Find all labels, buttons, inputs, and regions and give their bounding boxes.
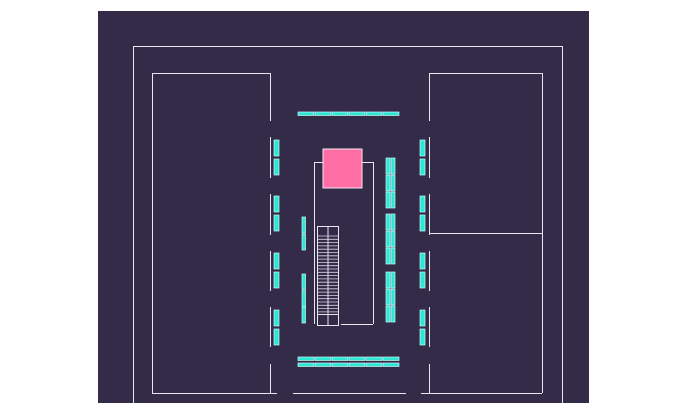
desk[interactable] [385, 174, 391, 192]
desk[interactable] [331, 362, 349, 367]
desk[interactable] [385, 191, 391, 209]
desk[interactable] [390, 174, 396, 192]
desk[interactable] [419, 214, 426, 232]
desk[interactable] [390, 271, 396, 289]
desk[interactable] [273, 271, 280, 289]
desk[interactable] [348, 111, 366, 116]
desk[interactable] [301, 233, 306, 251]
desk[interactable] [314, 362, 332, 367]
desk[interactable] [314, 356, 332, 361]
desk[interactable] [390, 247, 396, 265]
desk[interactable] [419, 139, 426, 157]
desk[interactable] [365, 356, 383, 361]
desk[interactable] [385, 271, 391, 289]
desk[interactable] [301, 273, 306, 291]
desk[interactable] [273, 328, 280, 346]
highlighted-room[interactable] [322, 148, 363, 189]
desk[interactable] [297, 111, 315, 116]
desk[interactable] [419, 195, 426, 213]
desk[interactable] [301, 290, 306, 308]
desk[interactable] [390, 230, 396, 248]
desk[interactable] [365, 111, 383, 116]
desk[interactable] [331, 356, 349, 361]
desk[interactable] [301, 306, 306, 324]
desk[interactable] [385, 247, 391, 265]
desk[interactable] [331, 111, 349, 116]
desk[interactable] [273, 214, 280, 232]
desk[interactable] [385, 288, 391, 306]
desk[interactable] [385, 157, 391, 175]
desk[interactable] [314, 111, 332, 116]
desk[interactable] [419, 328, 426, 346]
desk[interactable] [348, 356, 366, 361]
desk[interactable] [419, 271, 426, 289]
desks [273, 111, 426, 367]
desk[interactable] [273, 252, 280, 270]
desk[interactable] [390, 157, 396, 175]
desk[interactable] [382, 362, 400, 367]
desk[interactable] [273, 158, 280, 176]
desk[interactable] [273, 195, 280, 213]
desk[interactable] [385, 305, 391, 323]
walls [133, 46, 563, 403]
desk[interactable] [365, 362, 383, 367]
desk[interactable] [382, 111, 400, 116]
floor-plan-background [98, 11, 589, 403]
desk[interactable] [390, 213, 396, 231]
desk[interactable] [273, 139, 280, 157]
desk[interactable] [273, 309, 280, 327]
desk[interactable] [385, 230, 391, 248]
desk[interactable] [297, 362, 315, 367]
desk[interactable] [382, 356, 400, 361]
desk[interactable] [419, 309, 426, 327]
staircase [317, 226, 339, 326]
desk[interactable] [385, 213, 391, 231]
desk[interactable] [419, 158, 426, 176]
desk[interactable] [301, 216, 306, 234]
desk[interactable] [390, 288, 396, 306]
desk[interactable] [390, 305, 396, 323]
desk[interactable] [297, 356, 315, 361]
desk[interactable] [419, 252, 426, 270]
desk[interactable] [348, 362, 366, 367]
desk[interactable] [390, 191, 396, 209]
